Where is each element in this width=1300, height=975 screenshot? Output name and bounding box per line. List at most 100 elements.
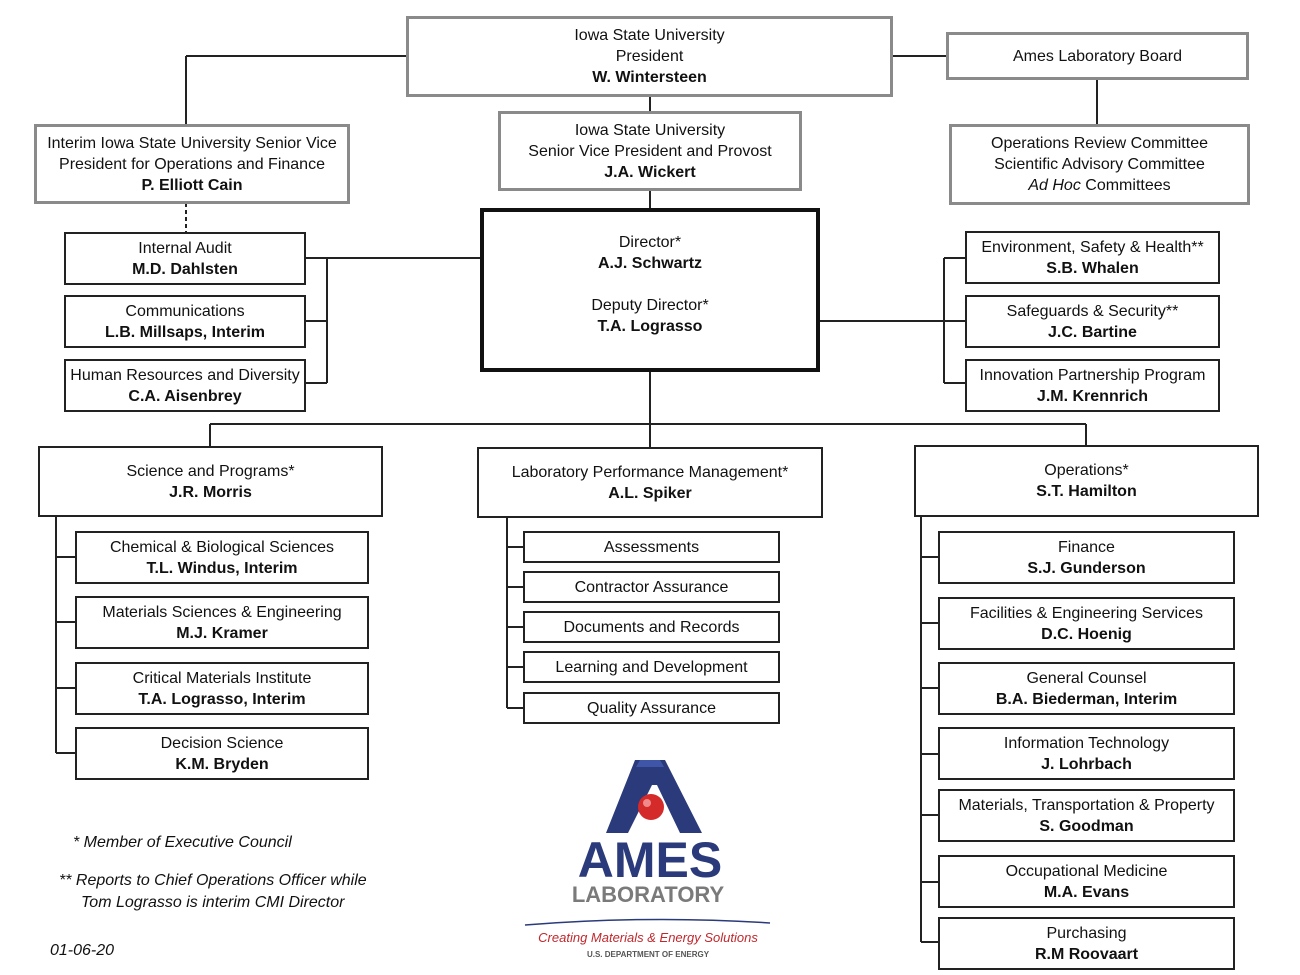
deputy-director-name: T.A. Lograsso	[597, 318, 703, 335]
staff-name: S.B. Whalen	[1046, 259, 1139, 277]
ames-laboratory-logo: AMES LABORATORY Creating Materials & Ene…	[524, 760, 771, 959]
board-label: Ames Laboratory Board	[1013, 47, 1182, 65]
president-line2: President	[615, 48, 684, 65]
unit-title: Assessments	[603, 538, 700, 556]
committees-line2: Scientific Advisory Committee	[994, 156, 1205, 173]
svp-operations-box: Interim Iowa State University Senior Vic…	[34, 124, 350, 204]
unit-title: Facilities & Engineering Services	[970, 604, 1203, 622]
board-box: Ames Laboratory Board	[946, 32, 1249, 80]
staff-title: Environment, Safety & Health**	[981, 238, 1204, 256]
science-unit-box: Decision Science K.M. Bryden	[75, 727, 369, 780]
operations-unit-box: Facilities & Engineering Services D.C. H…	[938, 597, 1235, 650]
science-unit-box: Materials Sciences & Engineering M.J. Kr…	[75, 596, 369, 649]
division-name: J.R. Morris	[169, 483, 252, 501]
staff-title: Internal Audit	[138, 239, 232, 257]
unit-title: Documents and Records	[563, 618, 740, 636]
president-box: Iowa State University President W. Winte…	[406, 16, 893, 97]
unit-name: S. Goodman	[1039, 817, 1134, 835]
unit-name: M.J. Kramer	[176, 624, 268, 642]
lpm-unit-box: Assessments	[523, 531, 780, 563]
footnote-reports-to: ** Reports to Chief Operations Officer w…	[59, 870, 367, 914]
footnote-line2: Tom Lograsso is interim CMI Director	[81, 894, 345, 911]
unit-title: Contractor Assurance	[574, 578, 729, 596]
operations-unit-box: Finance S.J. Gunderson	[938, 531, 1235, 584]
unit-name: D.C. Hoenig	[1041, 625, 1132, 643]
unit-title: Chemical & Biological Sciences	[109, 538, 335, 556]
division-title: Science and Programs*	[126, 462, 295, 480]
staff-name: C.A. Aisenbrey	[128, 387, 242, 405]
division-title: Laboratory Performance Management*	[511, 463, 789, 481]
division-name: S.T. Hamilton	[1036, 483, 1137, 500]
staff-name: J.C. Bartine	[1048, 323, 1137, 341]
unit-name: T.A. Lograsso, Interim	[138, 690, 306, 708]
footnote-executive-council: * Member of Executive Council	[73, 834, 292, 851]
unit-name: B.A. Biederman, Interim	[995, 690, 1178, 708]
staff-box-communications: Communications L.B. Millsaps, Interim	[64, 295, 306, 348]
logo-tagline: Creating Materials & Energy Solutions	[538, 930, 758, 945]
provost-line2: Senior Vice President and Provost	[528, 142, 772, 160]
science-unit-box: Chemical & Biological Sciences T.L. Wind…	[75, 531, 369, 584]
lpm-unit-box: Contractor Assurance	[523, 571, 780, 603]
provost-line1: Iowa State University	[574, 121, 726, 139]
operations-unit-box: Materials, Transportation & Property S. …	[938, 789, 1235, 842]
director-name: A.J. Schwartz	[597, 255, 703, 272]
operations-unit-box: General Counsel B.A. Biederman, Interim	[938, 662, 1235, 715]
unit-title: Critical Materials Institute	[132, 669, 312, 687]
provost-box: Iowa State University Senior Vice Presid…	[498, 111, 802, 191]
committees-adhoc: Ad Hoc	[1028, 177, 1081, 194]
deputy-director-title: Deputy Director*	[591, 297, 709, 314]
committees-box: Operations Review Committee Scientific A…	[949, 124, 1250, 205]
unit-title: Quality Assurance	[587, 699, 716, 717]
committees-line1: Operations Review Committee	[991, 135, 1208, 152]
president-name: W. Wintersteen	[592, 69, 707, 86]
operations-unit-box: Occupational Medicine M.A. Evans	[938, 855, 1235, 908]
staff-name: M.D. Dahlsten	[132, 260, 238, 278]
division-lpm-box: Laboratory Performance Management* A.L. …	[477, 447, 823, 518]
president-line1: Iowa State University	[574, 27, 725, 44]
logo-sub: LABORATORY	[572, 882, 725, 907]
provost-name: J.A. Wickert	[604, 163, 696, 181]
staff-title: Communications	[125, 302, 245, 320]
committees-line3-rest: Committees	[1080, 177, 1171, 194]
division-science-box: Science and Programs* J.R. Morris	[38, 446, 383, 517]
staff-name: L.B. Millsaps, Interim	[104, 323, 266, 341]
staff-title: Safeguards & Security**	[1006, 302, 1179, 320]
division-operations-box: Operations* S.T. Hamilton	[914, 445, 1259, 517]
svp-operations-line2: President for Operations and Finance	[59, 155, 325, 173]
unit-title: Learning and Development	[555, 658, 748, 676]
logo-a-mark-icon	[606, 760, 702, 833]
unit-name: T.L. Windus, Interim	[146, 559, 298, 577]
unit-title: Information Technology	[1003, 734, 1170, 752]
science-unit-box: Critical Materials Institute T.A. Logras…	[75, 662, 369, 715]
lpm-unit-box: Documents and Records	[523, 611, 780, 643]
unit-name: M.A. Evans	[1043, 883, 1130, 901]
committees-line3: Ad Hoc Committees	[1028, 175, 1170, 196]
division-title: Operations*	[1044, 462, 1129, 479]
logo-wordmark: AMES	[578, 832, 722, 888]
revision-date: 01-06-20	[50, 942, 115, 959]
operations-unit-box: Purchasing R.M Roovaart	[938, 917, 1235, 970]
unit-title: Finance	[1058, 538, 1115, 556]
staff-box-internal-audit: Internal Audit M.D. Dahlsten	[64, 232, 306, 285]
staff-title: Human Resources and Diversity	[70, 366, 300, 384]
staff-name: J.M. Krennrich	[1036, 387, 1149, 405]
director-box: Director* A.J. Schwartz Deputy Director*…	[480, 208, 820, 372]
unit-title: Materials Sciences & Engineering	[102, 603, 342, 621]
svp-operations-name: P. Elliott Cain	[141, 176, 243, 194]
staff-box-human-resources: Human Resources and Diversity C.A. Aisen…	[64, 359, 306, 412]
unit-title: Occupational Medicine	[1005, 862, 1168, 880]
footnote-line1: ** Reports to Chief Operations Officer w…	[59, 872, 367, 889]
staff-title: Innovation Partnership Program	[979, 366, 1206, 384]
lpm-unit-box: Learning and Development	[523, 651, 780, 683]
operations-unit-box: Information Technology J. Lohrbach	[938, 727, 1235, 780]
svp-operations-line1: Interim Iowa State University Senior Vic…	[47, 134, 337, 152]
unit-name: R.M Roovaart	[1034, 945, 1139, 963]
unit-name: K.M. Bryden	[175, 755, 269, 773]
staff-box-esh: Environment, Safety & Health** S.B. Whal…	[965, 231, 1220, 284]
staff-box-safeguards: Safeguards & Security** J.C. Bartine	[965, 295, 1220, 348]
unit-title: Materials, Transportation & Property	[958, 796, 1215, 814]
logo-doe: U.S. DEPARTMENT OF ENERGY	[587, 950, 710, 959]
lpm-unit-box: Quality Assurance	[523, 692, 780, 724]
unit-name: J. Lohrbach	[1041, 755, 1132, 773]
